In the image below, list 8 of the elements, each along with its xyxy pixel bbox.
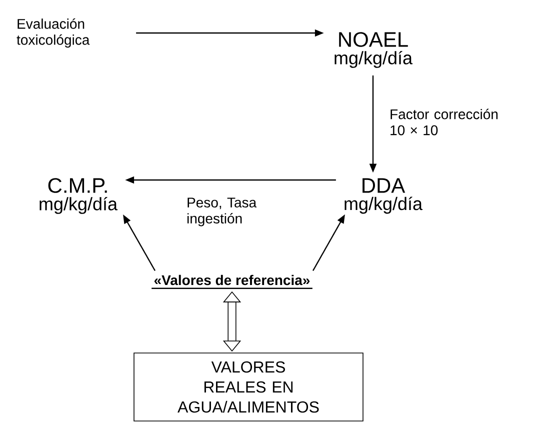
edge-label: Peso, Tasa ingestión bbox=[187, 198, 257, 226]
quantity-label: NOAEL mg/kg/día bbox=[334, 32, 413, 68]
reference-heading: «Valores de referencia» bbox=[154, 274, 310, 286]
result-box: VALORES REALES EN AGUA/ALIMENTOS bbox=[134, 352, 364, 422]
quantity-label: DDA mg/kg/día bbox=[344, 178, 423, 214]
edge-label: Factor corrección 10 × 10 bbox=[390, 108, 498, 136]
source-text: Evaluación toxicológica bbox=[16, 18, 90, 48]
quantity-label: C.M.P. mg/kg/día bbox=[40, 178, 118, 214]
